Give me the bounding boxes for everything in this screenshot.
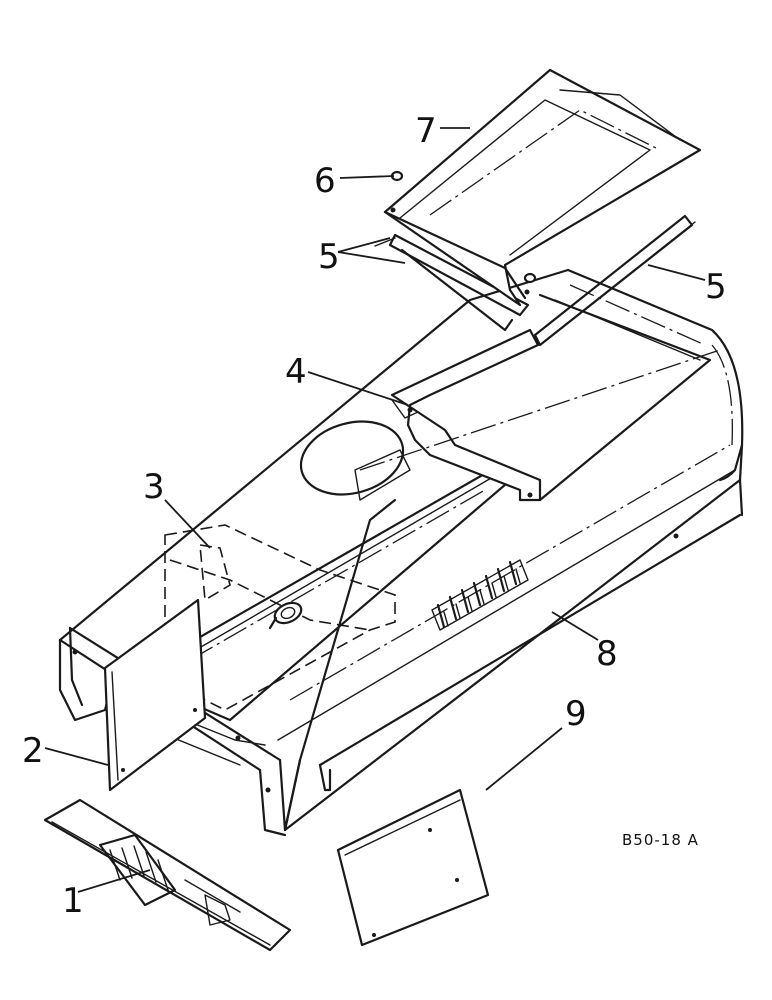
drawing-reference-code: B50-18 A	[622, 831, 699, 849]
callout-6: 6	[314, 161, 336, 201]
callout-4: 4	[285, 352, 307, 392]
callout-5-left: 5	[318, 237, 340, 277]
front-panel	[103, 598, 207, 792]
callout-1: 1	[62, 881, 84, 921]
callout-9: 9	[565, 694, 587, 734]
callout-3: 3	[143, 467, 165, 507]
side-panel	[318, 763, 490, 947]
front-grille	[43, 798, 292, 952]
seal-strips	[374, 214, 696, 347]
callout-labels: 1 2 3 4 5 5 6 7 8 9 B50-18 A	[22, 111, 727, 921]
leader-lines	[44, 127, 706, 893]
air-duct	[299, 328, 721, 502]
callout-7: 7	[415, 111, 437, 151]
callout-2: 2	[22, 731, 44, 771]
callout-8: 8	[596, 634, 618, 674]
callout-5-right: 5	[705, 267, 727, 307]
access-cover	[383, 68, 702, 307]
side-vent-louvers	[431, 559, 529, 631]
hood-top-channel	[158, 463, 522, 722]
filler-cap	[268, 601, 303, 630]
